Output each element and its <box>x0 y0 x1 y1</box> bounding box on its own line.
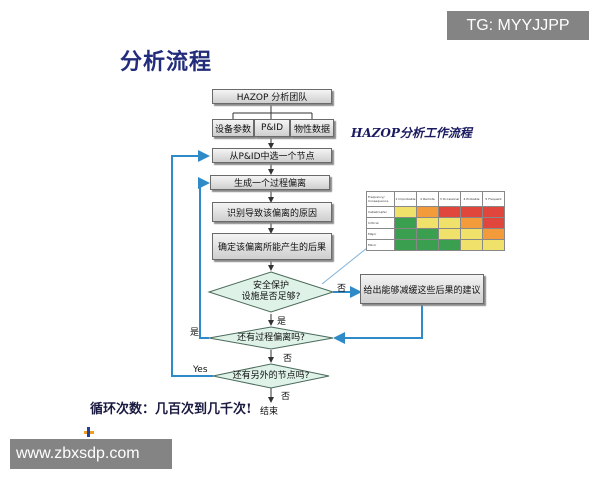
matrix-cell <box>482 217 505 229</box>
matrix-row-label: Critical <box>366 217 395 229</box>
matrix-row: Critical <box>366 217 505 229</box>
matrix-cell <box>416 217 439 229</box>
team-label: HAZOP 分析团队 <box>236 93 308 103</box>
team-box: HAZOP 分析团队 <box>212 89 332 104</box>
matrix-cell <box>460 228 483 240</box>
matrix-cell <box>460 206 483 218</box>
matrix-cell <box>394 239 417 251</box>
matrix-row: Catastrophic <box>366 206 505 218</box>
matrix-cell <box>482 228 505 240</box>
matrix-cell <box>438 206 461 218</box>
matrix-cell <box>482 206 505 218</box>
matrix-cell <box>394 206 417 218</box>
decision-safeguard-text: 安全保护 设施是否足够? <box>236 281 306 303</box>
watermark-top: TG: MYYJJPP <box>447 11 589 40</box>
decision-more-deviation <box>208 326 334 350</box>
decision-safeguard <box>207 271 335 313</box>
page-title: 分析流程 <box>120 49 213 75</box>
edge-label-no-node: 否 <box>281 392 291 402</box>
matrix-row-label: Minor <box>366 239 395 251</box>
node-box: 从P&ID中选一个节点 <box>212 148 332 163</box>
edge-label-no-deviation: 否 <box>283 354 293 364</box>
cause-label: 识别导致该偏离的原因 <box>226 208 317 219</box>
node-label: 从P&ID中选一个节点 <box>229 152 315 162</box>
edge-label-yes-node: Yes <box>193 365 208 375</box>
matrix-row-label: Catastrophic <box>366 206 395 218</box>
equipment-label: 设备参数 <box>214 124 251 135</box>
edge-label-no-safeguard: 否 <box>337 284 347 294</box>
matrix-corner: Frequency/ Consequence <box>366 191 395 207</box>
cause-box: 识别导致该偏离的原因 <box>212 202 332 222</box>
cycle-count-note: 循环次数：几百次到几千次! <box>90 402 252 417</box>
decision-more-node <box>212 363 330 389</box>
matrix-cell <box>416 228 439 240</box>
matrix-cell <box>416 206 439 218</box>
pid-label: P&ID <box>260 123 284 133</box>
pid-box: P&ID <box>254 119 290 137</box>
equipment-box: 设备参数 <box>212 119 254 137</box>
matrix-cell <box>482 239 505 251</box>
deviation-label: 生成一个过程偏离 <box>233 179 306 189</box>
matrix-col-5: 5 Frequent <box>482 191 505 207</box>
matrix-row-label: Major <box>366 228 395 240</box>
matrix-col-2: 2 Remote <box>416 191 439 207</box>
matrix-cell <box>460 217 483 229</box>
end-label: 结束 <box>260 407 279 417</box>
pointer-icon <box>84 427 94 437</box>
consequence-box: 确定该偏离所能产生的后果 <box>212 233 332 260</box>
watermark-bottom: www.zbxsdp.com <box>10 439 172 469</box>
matrix-cell <box>394 228 417 240</box>
matrix-col-3: 3 Occasional <box>438 191 461 207</box>
workflow-caption: HAZOP分析工作流程 <box>351 126 472 140</box>
suggestion-box: 给出能够减缓这些后果的建议 <box>360 274 484 304</box>
decision-safeguard-line2: 设施是否足够? <box>241 292 301 302</box>
property-box: 物性数据 <box>290 119 334 137</box>
matrix-row: Major <box>366 228 505 240</box>
consequence-label: 确定该偏离所能产生的后果 <box>217 243 326 253</box>
suggestion-label: 给出能够减缓这些后果的建议 <box>363 285 481 296</box>
edge-label-yes-deviation: 是 <box>190 328 200 338</box>
deviation-box: 生成一个过程偏离 <box>210 175 330 190</box>
matrix-col-1: 1 Improbable <box>394 191 417 207</box>
edge-label-yes-safeguard: 是 <box>277 317 287 327</box>
property-label: 物性数据 <box>293 124 330 135</box>
decision-more-deviation-text: 还有过程偏离吗? <box>237 333 305 343</box>
matrix-cell <box>438 239 461 251</box>
decision-safeguard-line1: 安全保护 <box>252 281 289 291</box>
matrix-cell <box>438 217 461 229</box>
matrix-cell <box>416 239 439 251</box>
decision-more-node-text: 还有另外的节点吗? <box>232 371 310 381</box>
risk-matrix: Frequency/ Consequence 1 Improbable 2 Re… <box>366 191 505 251</box>
matrix-col-4: 4 Probable <box>460 191 483 207</box>
matrix-cell <box>460 239 483 251</box>
matrix-cell <box>394 217 417 229</box>
matrix-row: Minor <box>366 239 505 251</box>
matrix-cell <box>438 228 461 240</box>
